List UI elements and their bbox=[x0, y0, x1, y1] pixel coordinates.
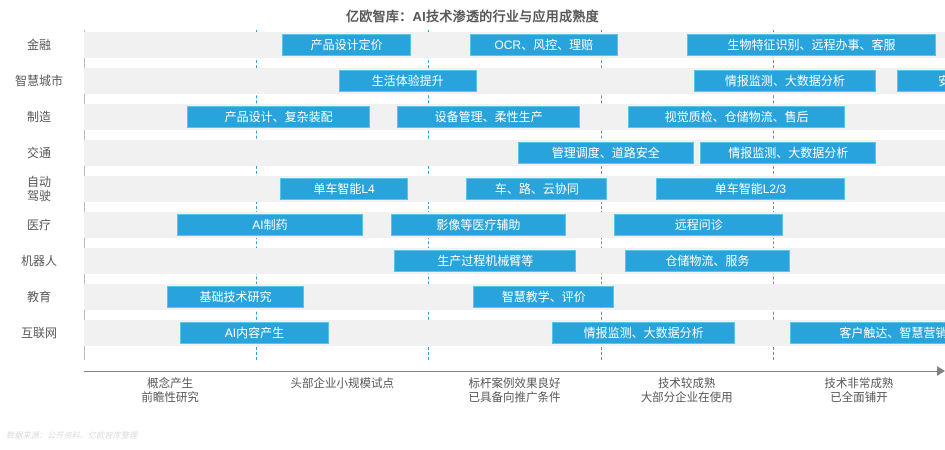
category-label-互联网: 互联网 bbox=[0, 326, 78, 340]
bar-item[interactable]: 情报监测、大数据分析 bbox=[700, 142, 877, 164]
bar-item[interactable]: 产品设计、复杂装配 bbox=[187, 106, 370, 128]
category-label-line1: 交通 bbox=[26, 146, 51, 160]
bar-item[interactable]: 远程问诊 bbox=[614, 214, 784, 236]
bar-item[interactable]: AI制药 bbox=[176, 214, 363, 236]
bar-item[interactable]: OCR、风控、理赔 bbox=[469, 34, 618, 56]
bar-item[interactable]: 仓储物流、服务 bbox=[624, 250, 790, 272]
bar-item[interactable]: 视觉质检、仓储物流、售后 bbox=[628, 106, 846, 128]
category-label-自动驾驶: 自动驾驶 bbox=[0, 175, 78, 203]
bar-item[interactable]: 管理调度、道路安全 bbox=[517, 142, 694, 164]
bar-item[interactable]: 客户触达、智慧营销 bbox=[790, 322, 945, 344]
bar-item[interactable]: 生产过程机械臂等 bbox=[393, 250, 577, 272]
stage-label-5: 技术非常成熟已全面铺开 bbox=[764, 377, 945, 405]
stage-label-line1: 技术较成熟 bbox=[657, 378, 716, 390]
bar-item[interactable]: 智慧教学、评价 bbox=[473, 286, 615, 308]
x-axis-arrow-icon bbox=[937, 366, 945, 376]
category-label-制造: 制造 bbox=[0, 110, 78, 124]
category-label-教育: 教育 bbox=[0, 290, 78, 304]
bar-item[interactable]: 产品设计定价 bbox=[282, 34, 412, 56]
bar-item[interactable]: 生活体验提升 bbox=[338, 70, 477, 92]
bar-item[interactable]: 设备管理、柔性生产 bbox=[397, 106, 580, 128]
stage-label-line2: 已全面铺开 bbox=[830, 392, 888, 404]
stage-label-3: 标杆案例效果良好已具备向推广条件 bbox=[420, 377, 610, 405]
category-label-智慧城市: 智慧城市 bbox=[0, 74, 78, 88]
category-label-line1: 金融 bbox=[26, 38, 51, 52]
stage-label-line1: 标杆案例效果良好 bbox=[468, 378, 561, 390]
bar-item[interactable]: 情报监测、大数据分析 bbox=[552, 322, 735, 344]
category-label-交通: 交通 bbox=[0, 146, 78, 160]
stage-label-2: 头部企业小规模试点 bbox=[247, 377, 437, 391]
stage-label-line2: 大部分企业在使用 bbox=[640, 392, 733, 404]
stage-label-line1: 头部企业小规模试点 bbox=[290, 378, 395, 390]
category-label-line1: 医疗 bbox=[26, 218, 51, 232]
category-label-金融: 金融 bbox=[0, 38, 78, 52]
bar-item[interactable]: 安防 bbox=[896, 70, 945, 92]
stage-label-line1: 技术非常成熟 bbox=[824, 378, 894, 390]
bar-item[interactable]: 情报监测、大数据分析 bbox=[693, 70, 877, 92]
bar-item[interactable]: 生物特征识别、远程办事、客服 bbox=[686, 34, 937, 56]
category-label-line2: 驾驶 bbox=[26, 189, 51, 203]
category-label-line1: 智慧城市 bbox=[14, 74, 63, 88]
category-label-line1: 互联网 bbox=[20, 326, 57, 340]
page-title: 亿欧智库：AI技术渗透的行业与应用成熟度 bbox=[345, 9, 599, 24]
category-label-机器人: 机器人 bbox=[0, 254, 78, 268]
bar-item[interactable]: 影像等医疗辅助 bbox=[390, 214, 567, 236]
category-label-line1: 教育 bbox=[26, 290, 51, 304]
stage-label-line2: 前瞻性研究 bbox=[141, 392, 199, 404]
stage-label-line2: 已具备向推广条件 bbox=[468, 392, 561, 404]
category-label-line1: 机器人 bbox=[20, 254, 57, 268]
bar-item[interactable]: 车、路、云协同 bbox=[466, 178, 608, 200]
category-label-line1: 自动 bbox=[26, 175, 51, 189]
category-label-医疗: 医疗 bbox=[0, 218, 78, 232]
stage-label-line1: 概念产生 bbox=[147, 378, 194, 390]
source-note: 数据来源：公开资料、亿欧智库整理 bbox=[6, 431, 138, 440]
bar-item[interactable]: 单车智能L2/3 bbox=[655, 178, 846, 200]
x-axis-line bbox=[84, 371, 939, 372]
stage-label-1: 概念产生前瞻性研究 bbox=[75, 377, 265, 405]
bar-item[interactable]: 基础技术研究 bbox=[166, 286, 305, 308]
stage-label-4: 技术较成熟大部分企业在使用 bbox=[592, 377, 782, 405]
bar-item[interactable]: 单车智能L4 bbox=[280, 178, 408, 200]
category-label-line1: 制造 bbox=[26, 110, 51, 124]
bar-item[interactable]: AI内容产生 bbox=[180, 322, 329, 344]
